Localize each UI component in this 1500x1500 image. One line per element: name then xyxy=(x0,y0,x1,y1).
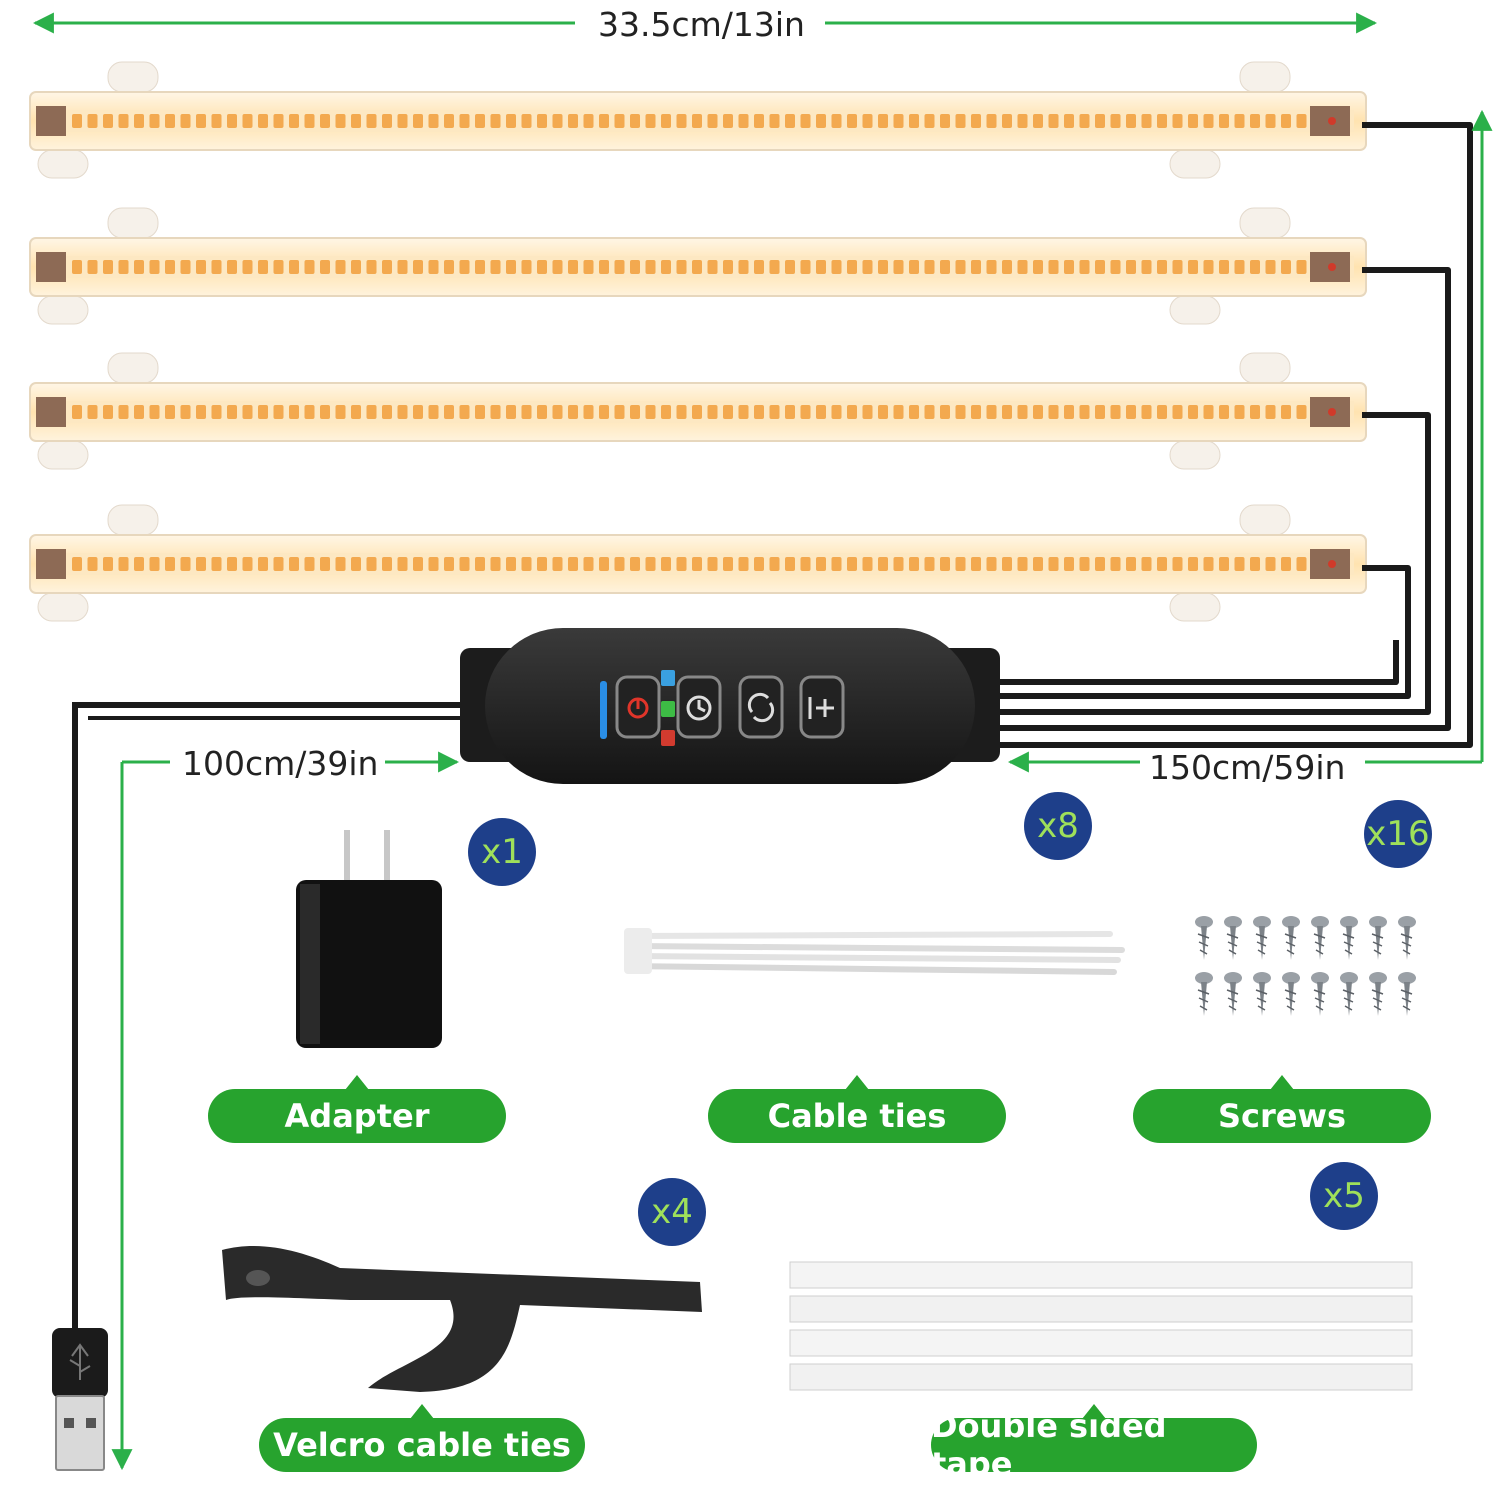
screws-label: Screws xyxy=(1133,1075,1431,1143)
screws-quantity-badge: x16 xyxy=(1364,800,1432,868)
cable-ties-label: Cable ties xyxy=(708,1075,1006,1143)
light-bars xyxy=(29,61,1367,622)
timer-icon xyxy=(686,695,712,721)
adapter xyxy=(296,830,442,1048)
led-row xyxy=(72,405,1307,419)
mode-button[interactable] xyxy=(738,675,784,739)
screw xyxy=(1398,972,1416,1016)
led-row xyxy=(72,114,1307,128)
cable-ties-quantity-badge: x8 xyxy=(1024,792,1092,860)
usb-cable xyxy=(52,702,462,1471)
mode-cycle-icon xyxy=(747,692,775,723)
led-row xyxy=(72,557,1307,571)
velcro-cable-tie xyxy=(222,1246,702,1392)
screw xyxy=(1369,916,1387,960)
screw xyxy=(1311,916,1329,960)
screw xyxy=(1224,972,1242,1016)
screw xyxy=(1311,972,1329,1016)
led-row xyxy=(72,260,1307,274)
screw xyxy=(1195,916,1213,960)
screw xyxy=(1253,916,1271,960)
tape-quantity-badge: x5 xyxy=(1310,1162,1378,1230)
bar-length-label: 33.5cm/13in xyxy=(598,5,805,44)
bar-cable-length-label: 150cm/59in xyxy=(1149,748,1346,787)
controller xyxy=(460,628,1000,784)
screw xyxy=(1340,972,1358,1016)
velcro-cable-ties-label: Velcro cable ties xyxy=(259,1404,585,1472)
screw xyxy=(1340,916,1358,960)
brightness-icon xyxy=(808,697,834,719)
screw xyxy=(1224,916,1242,960)
double-sided-tape-label: Double sided tape xyxy=(931,1404,1257,1483)
screws xyxy=(1195,916,1416,1016)
cable-ties xyxy=(624,928,1125,975)
light-bar xyxy=(29,504,1367,622)
power-button[interactable] xyxy=(615,675,661,739)
bar-cable-length-arrow xyxy=(1007,109,1493,773)
screw xyxy=(1398,916,1416,960)
brightness-button[interactable] xyxy=(799,675,845,739)
usb-length-arrow xyxy=(111,751,460,1471)
screw xyxy=(1253,972,1271,1016)
screw xyxy=(1195,972,1213,1016)
screw xyxy=(1369,972,1387,1016)
screw xyxy=(1282,972,1300,1016)
timer-indicators xyxy=(661,670,675,746)
light-bar xyxy=(29,352,1367,470)
adapter-quantity-badge: x1 xyxy=(468,818,536,886)
usb-plug-icon xyxy=(55,1395,105,1471)
usb-cable-length-label: 100cm/39in xyxy=(182,744,379,783)
velcro-quantity-badge: x4 xyxy=(638,1178,706,1246)
screw xyxy=(1282,916,1300,960)
bar-cables xyxy=(1000,122,1473,748)
light-bar xyxy=(29,61,1367,179)
adapter-label: Adapter xyxy=(208,1075,506,1143)
timer-button[interactable] xyxy=(676,675,722,739)
light-bar xyxy=(29,207,1367,325)
indicator-light xyxy=(600,681,607,739)
double-sided-tape xyxy=(789,1261,1413,1391)
